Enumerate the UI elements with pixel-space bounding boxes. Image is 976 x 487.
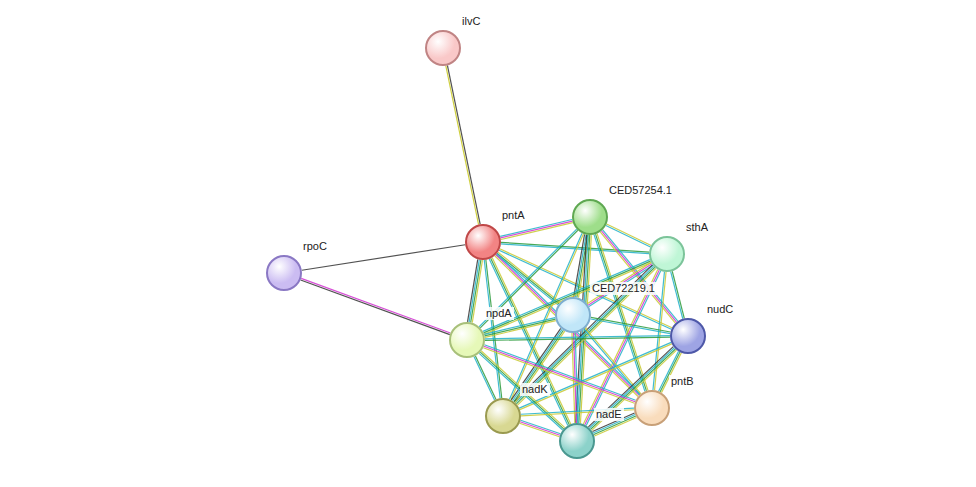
evidence-line — [500, 220, 572, 237]
evidence-line — [520, 423, 560, 436]
evidence-line — [501, 223, 573, 240]
evidence-line — [520, 422, 560, 435]
protein-node: CED57254.1 — [572, 199, 608, 235]
node-label: rpoC — [301, 240, 329, 253]
interaction-edge — [606, 224, 651, 247]
evidence-line — [301, 280, 450, 335]
node-label: CED57254.1 — [607, 184, 674, 197]
evidence-line — [672, 271, 684, 318]
evidence-line — [468, 259, 478, 321]
interaction-edge — [468, 259, 483, 322]
interaction-edge — [446, 65, 480, 224]
protein-node: nudC — [670, 318, 706, 354]
evidence-line — [591, 319, 671, 334]
evidence-line — [446, 66, 479, 225]
interaction-edge — [671, 271, 685, 319]
protein-node: npdA — [449, 322, 485, 358]
node-label: sthA — [684, 221, 710, 234]
evidence-line — [447, 65, 480, 224]
evidence-line — [671, 272, 683, 319]
interaction-edge — [483, 260, 651, 335]
node-label: pntB — [669, 375, 696, 388]
interaction-edge — [484, 318, 556, 338]
protein-node: ilvC — [425, 30, 461, 66]
evidence-line — [485, 336, 670, 339]
interaction-edge — [474, 356, 496, 400]
node-label: nadK — [520, 383, 550, 396]
interaction-edge — [301, 278, 451, 334]
evidence-line — [521, 420, 561, 433]
protein-node: nadE — [559, 423, 595, 459]
interaction-edge — [485, 336, 670, 341]
node-label: pntA — [500, 209, 527, 222]
protein-node: sthA — [649, 236, 685, 272]
node-label: ilvC — [460, 15, 482, 28]
evidence-line — [484, 345, 635, 401]
evidence-line — [301, 278, 450, 333]
evidence-line — [501, 221, 573, 238]
evidence-line — [485, 321, 556, 338]
interaction-edge — [591, 317, 671, 333]
protein-node: rpoC — [266, 255, 302, 291]
protein-node: pntB — [634, 390, 670, 426]
node-label: nadE — [594, 408, 624, 421]
interaction-edge — [500, 220, 573, 240]
evidence-line — [484, 318, 555, 335]
evidence-line — [591, 317, 671, 332]
interaction-edge — [594, 234, 648, 392]
node-label: nudC — [705, 303, 735, 316]
evidence-line — [469, 260, 479, 322]
evidence-line — [485, 319, 556, 336]
interaction-edge — [520, 420, 561, 437]
protein-node: nadK — [485, 398, 521, 434]
node-label: CED72219.1 — [590, 282, 657, 295]
protein-node: pntA — [465, 224, 501, 260]
protein-node: CED72219.1 — [555, 297, 591, 333]
node-label: npdA — [484, 307, 514, 320]
